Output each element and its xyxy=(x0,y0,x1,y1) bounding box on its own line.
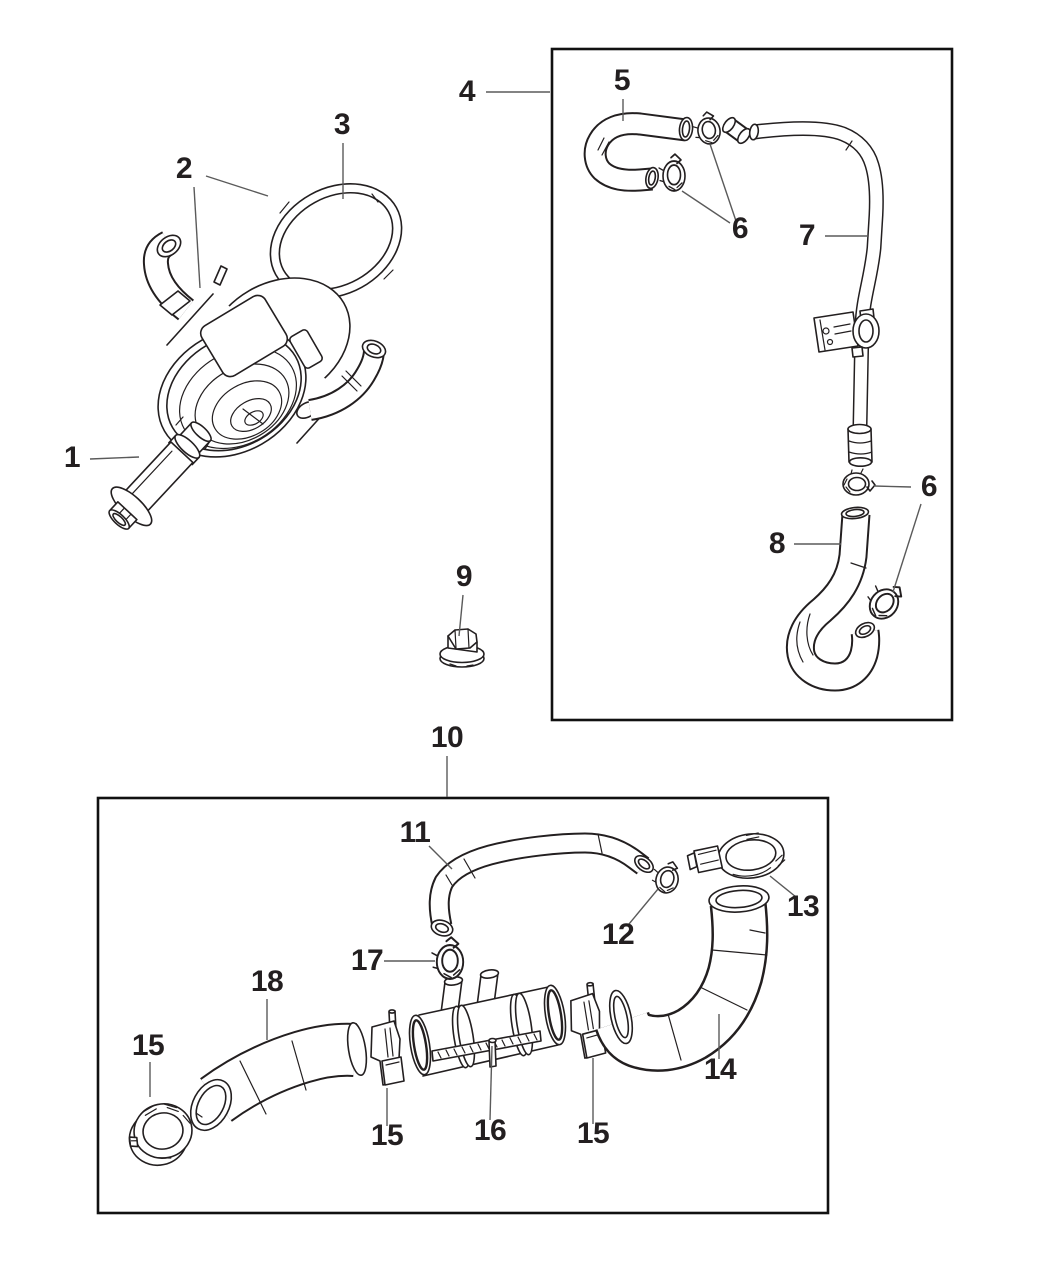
part-8-elbow-hose xyxy=(785,506,881,692)
callout-11: 11 xyxy=(399,816,431,849)
part-15-clamp-a xyxy=(128,1103,193,1167)
callout-1: 1 xyxy=(63,441,81,474)
part-6-clamp-a xyxy=(690,109,723,148)
part-2-oil-cooler xyxy=(142,231,387,458)
part-9-flange-nut xyxy=(439,628,485,668)
callout-6-b: 6 xyxy=(920,470,938,503)
callout-3: 3 xyxy=(333,108,351,141)
part-18-hose xyxy=(189,1021,368,1132)
panel-box-4 xyxy=(550,47,954,722)
callout-15-c: 15 xyxy=(576,1117,610,1150)
callout-16: 16 xyxy=(473,1114,507,1147)
part-15-clamp-c xyxy=(568,981,607,1060)
callout-4: 4 xyxy=(458,75,476,108)
callout-17: 17 xyxy=(350,944,384,977)
panel-box-10 xyxy=(96,796,830,1215)
part-13-band-clamp xyxy=(686,832,786,880)
callout-18: 18 xyxy=(250,965,284,998)
callout-6-a: 6 xyxy=(731,212,749,245)
part-6-clamp-d xyxy=(859,574,910,626)
callout-10: 10 xyxy=(430,721,464,754)
callout-9: 9 xyxy=(455,560,473,593)
callout-13: 13 xyxy=(786,890,820,923)
part-16-tube-assembly xyxy=(408,969,567,1077)
callout-8: 8 xyxy=(768,527,786,560)
part-15-clamp-b xyxy=(370,1009,405,1086)
part-12-clamp xyxy=(648,856,684,897)
callout-15-a: 15 xyxy=(131,1029,165,1062)
callout-7: 7 xyxy=(798,219,816,252)
part-1-connector-fitting xyxy=(108,421,212,530)
callout-12: 12 xyxy=(601,918,635,951)
part-14-elbow-hose xyxy=(594,885,770,1072)
callout-14: 14 xyxy=(703,1053,737,1086)
callout-5: 5 xyxy=(613,64,631,97)
callout-2: 2 xyxy=(175,152,193,185)
part-6-clamp-c xyxy=(842,468,876,496)
part-7-coolant-tube xyxy=(721,116,884,467)
leader-lines xyxy=(89,91,922,1126)
part-3-seal-ring xyxy=(269,183,403,299)
part-6-clamp-b xyxy=(658,153,686,192)
part-5-elbow-hose xyxy=(583,112,694,192)
callout-15-b: 15 xyxy=(370,1119,404,1152)
part-17-clamp xyxy=(430,936,465,980)
part-11-hose xyxy=(428,832,654,937)
